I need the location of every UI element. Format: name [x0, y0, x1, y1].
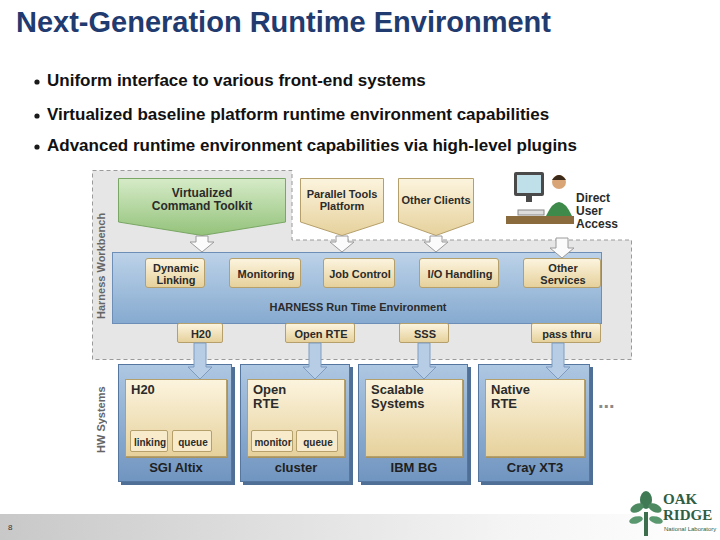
module-box: queue — [296, 430, 338, 452]
node-text: Native RTE — [491, 383, 546, 412]
node-text: H20 — [131, 383, 191, 397]
monitor-shape — [514, 172, 544, 196]
tree-leaf — [648, 515, 663, 525]
person-head — [552, 175, 566, 189]
person-body — [546, 202, 572, 216]
group-label: HW Systems — [95, 380, 111, 460]
plugin-box: Monitoring — [229, 258, 301, 288]
node-text: IBM BG — [359, 461, 469, 475]
node-text: SGI Altix — [119, 461, 233, 475]
plugin-box: I/O Handling — [419, 258, 499, 288]
tree-leaf — [628, 515, 643, 525]
bullet-text: Virtualized baseline platform runtime en… — [47, 106, 549, 125]
runtime-band: HARNESS Run Time Environment Dynamic Link… — [112, 252, 602, 324]
logo-text: OAK — [663, 491, 697, 508]
footer-bar — [0, 514, 720, 540]
tree-trunk — [644, 512, 648, 536]
client-arrow-box: Other Clients — [398, 178, 474, 236]
node-text: queue — [173, 431, 213, 453]
node-text: H20 — [178, 324, 224, 344]
user-access: Direct User Access — [506, 166, 628, 238]
node-text: I/O Handling — [420, 259, 500, 289]
node-text: Other Services — [524, 259, 602, 289]
keyboard-shape — [518, 210, 544, 215]
bullet-text: Uniform interface to various front-end s… — [47, 72, 426, 91]
bullet-dot — [34, 144, 39, 149]
node-text: Direct User Access — [576, 192, 628, 232]
node-text: HARNESS Run Time Environment — [113, 301, 603, 313]
adapter-tab: H20 — [177, 323, 223, 343]
arrow-box-outline — [119, 179, 286, 236]
hardware-box: cluster Open RTE monitorqueue — [240, 364, 350, 482]
node-text: Scalable Systems — [371, 383, 451, 412]
node-text: Open RTE — [286, 324, 356, 344]
adapter-tab: pass thru — [531, 323, 601, 343]
node-text: Dynamic Linking — [146, 259, 206, 289]
node-text: linking — [131, 431, 169, 453]
node-text: Job Control — [324, 259, 396, 289]
runtime-box: Scalable Systems — [365, 379, 463, 457]
plugin-box: Other Services — [523, 258, 601, 288]
logo-subtext: National Laboratory — [664, 526, 716, 533]
node-text: Monitoring — [230, 259, 302, 289]
bullet-dot — [34, 113, 39, 118]
logo-text: RIDGE — [663, 507, 712, 524]
node-text: pass thru — [532, 324, 602, 344]
adapter-tab: SSS — [399, 323, 449, 343]
plugin-box: Job Control — [323, 258, 395, 288]
toolkit-arrow-box: Virtualized Command Toolkit — [118, 178, 286, 236]
node-text: cluster — [241, 461, 351, 475]
plugin-box: Dynamic Linking — [145, 258, 205, 288]
node-text: Parallel Tools Platform — [300, 178, 384, 222]
node-text: Other Clients — [398, 178, 474, 222]
arrow-box-outline — [301, 179, 384, 236]
bullet-text: Advanced runtime environment capabilitie… — [47, 137, 577, 156]
continuation-mark: ... — [598, 390, 615, 412]
adapter-tab: Open RTE — [285, 323, 355, 343]
runtime-box: H20 linkingqueue — [125, 379, 227, 457]
hardware-box: IBM BG Scalable Systems — [358, 364, 468, 482]
desk-shape — [506, 216, 574, 224]
module-box: monitor — [251, 430, 293, 452]
module-box: linking — [130, 430, 168, 452]
hardware-box: Cray XT3 Native RTE — [478, 364, 590, 482]
module-box: queue — [172, 430, 212, 452]
region-outline — [93, 171, 632, 360]
node-text: monitor — [252, 431, 294, 453]
arrow-box-outline — [399, 179, 474, 236]
runtime-box: Native RTE — [485, 379, 585, 457]
tree-leaf — [629, 501, 645, 514]
node-text: Open RTE — [253, 383, 303, 412]
page-number: 8 — [8, 524, 12, 533]
runtime-box: Open RTE monitorqueue — [247, 379, 345, 457]
monitor-stand — [526, 196, 532, 202]
node-text: Harness Workbench — [95, 186, 113, 346]
node-text: Virtualized Command Toolkit — [118, 178, 286, 222]
hardware-box: SGI Altix H20 linkingqueue — [118, 364, 232, 482]
bullet-dot — [34, 79, 39, 84]
client-arrow-box-outline — [398, 178, 474, 236]
tree-leaf — [647, 501, 663, 514]
node-text: queue — [297, 431, 339, 453]
screen-shape — [517, 175, 541, 193]
slide-title: Next-Generation Runtime Environment — [16, 6, 551, 39]
client-arrow-box: Parallel Tools Platform — [300, 178, 384, 236]
node-text: Cray XT3 — [479, 461, 591, 475]
person-hair — [552, 175, 566, 180]
node-text: SSS — [400, 324, 450, 344]
logo-tree — [628, 491, 663, 536]
